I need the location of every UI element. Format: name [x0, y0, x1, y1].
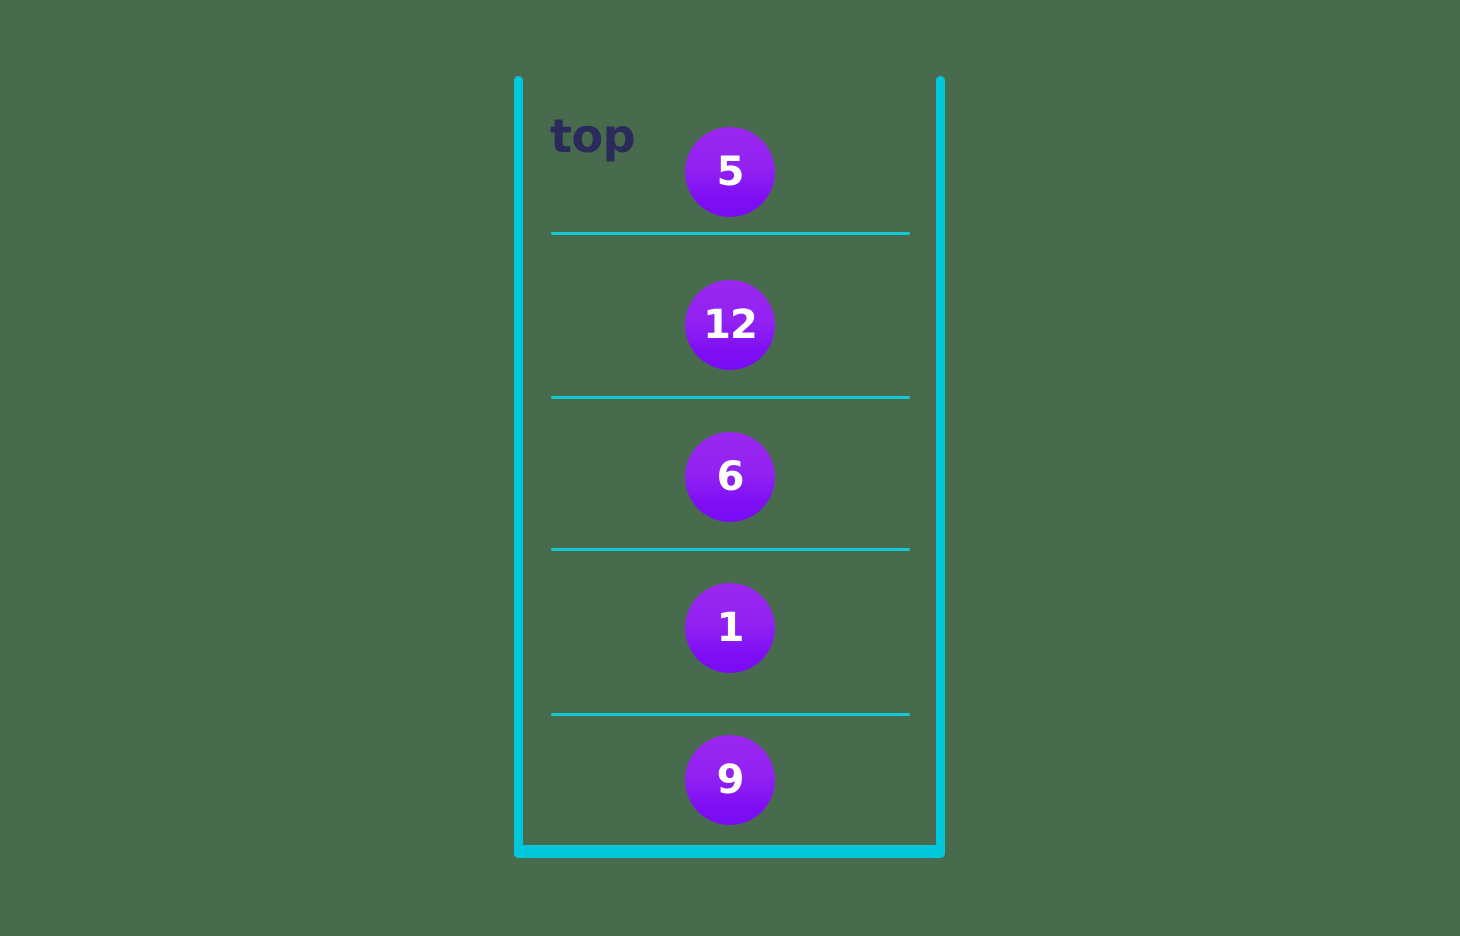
stack-divider-3 [551, 548, 910, 551]
stack-node-2[interactable]: 12 [685, 280, 775, 370]
stack-bottom-bar [514, 845, 945, 858]
stack-node-value: 1 [716, 605, 745, 651]
stack-divider-1 [551, 232, 910, 235]
stack-top-label: top [550, 109, 636, 163]
stack-node-4[interactable]: 1 [685, 583, 775, 673]
stack-node-top[interactable]: 5 [685, 127, 775, 217]
stack-container [514, 76, 945, 858]
stack-node-value: 9 [716, 757, 745, 803]
stack-node-bottom[interactable]: 9 [685, 735, 775, 825]
stack-node-value: 6 [716, 454, 745, 500]
stack-node-3[interactable]: 6 [685, 432, 775, 522]
stack-left-rail [514, 76, 523, 858]
stack-node-value: 12 [703, 302, 758, 348]
stack-divider-2 [551, 396, 910, 399]
stack-node-value: 5 [716, 149, 745, 195]
stack-divider-4 [551, 713, 910, 716]
stack-right-rail [936, 76, 945, 858]
